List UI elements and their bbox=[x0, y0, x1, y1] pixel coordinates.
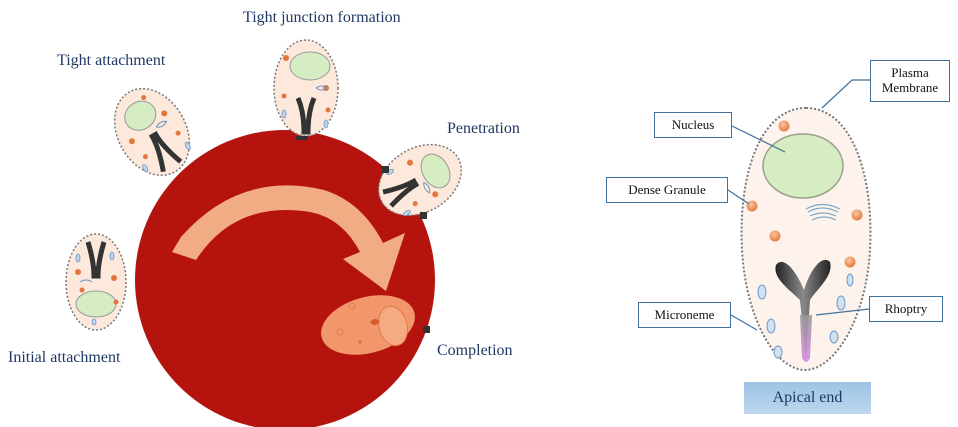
callout-plasma-membrane: Plasma Membrane bbox=[870, 60, 950, 102]
penetration-marker-top bbox=[382, 166, 389, 173]
stage-label-tight-attachment: Tight attachment bbox=[57, 52, 165, 70]
callout-dense-granule: Dense Granule bbox=[606, 177, 728, 203]
junction-marker bbox=[296, 136, 308, 140]
nucleus-organelle bbox=[763, 134, 843, 198]
apical-end-label: Apical end bbox=[744, 382, 871, 414]
parasite-anatomy bbox=[742, 108, 871, 370]
stage-label-completion: Completion bbox=[437, 342, 513, 360]
stage-label-initial-attachment: Initial attachment bbox=[8, 349, 120, 367]
callout-rhoptry: Rhoptry bbox=[869, 296, 943, 322]
plasma-membrane-line1: Plasma bbox=[877, 65, 943, 80]
stage-label-penetration: Penetration bbox=[447, 120, 520, 138]
stage-label-tight-junction-formation: Tight junction formation bbox=[243, 9, 401, 27]
plasma-membrane-line2: Membrane bbox=[877, 80, 943, 95]
callout-microneme: Microneme bbox=[638, 302, 731, 328]
parasite-initial-attachment bbox=[66, 234, 126, 330]
callout-nucleus: Nucleus bbox=[654, 112, 732, 138]
parasite-tight-junction-formation bbox=[274, 40, 338, 136]
penetration-marker-bottom bbox=[420, 212, 427, 219]
completion-marker bbox=[423, 326, 430, 333]
